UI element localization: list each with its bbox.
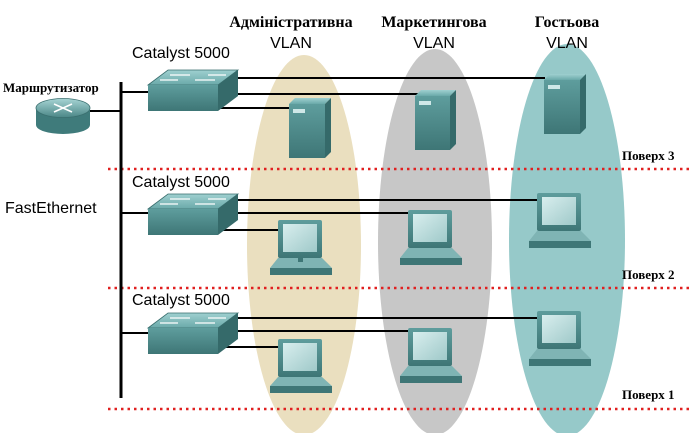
vlan-guest-suffix: VLAN (546, 35, 588, 52)
switch-icon-1 (146, 69, 240, 111)
floor-3-label: Поверх 3 (622, 148, 675, 163)
floor-2-label: Поверх 2 (622, 267, 675, 282)
pc-icon-marketing-floor2 (400, 210, 462, 265)
pc-icon-guest-floor1 (529, 311, 591, 366)
floor-1-label: Поверх 1 (622, 387, 675, 402)
vlan-guest-name: Гостьова (534, 14, 600, 31)
vlan-admin-header: Адміністративна VLAN (214, 12, 368, 54)
pc-icon-admin-floor2 (270, 220, 332, 275)
server-icon-guest (544, 74, 586, 134)
pc-icon-marketing-floor1 (400, 328, 462, 383)
switch-label-1: Catalyst 5000 (132, 45, 230, 62)
vlan-marketing-suffix: VLAN (413, 35, 455, 52)
backbone-label: FastEthernet (5, 200, 97, 217)
switch-label-3: Catalyst 5000 (132, 292, 230, 309)
vlan-guest-header: Гостьова VLAN (514, 12, 620, 54)
server-icon-marketing (415, 90, 456, 150)
switch-icon-2 (146, 193, 240, 235)
vlan-admin-suffix: VLAN (270, 35, 312, 52)
switch-icon-3 (146, 312, 240, 354)
server-icon-admin (289, 98, 331, 158)
switch-label-2: Catalyst 5000 (132, 174, 230, 191)
vlan-marketing-name: Маркетингова (381, 14, 487, 31)
pc-icon-admin-floor1 (270, 339, 332, 393)
router-icon (35, 98, 91, 134)
router-label: Маршрутизатор (3, 80, 99, 95)
vlan-admin-name: Адміністративна (229, 14, 353, 31)
vlan-marketing-header: Маркетингова VLAN (364, 12, 504, 54)
pc-icon-guest-floor2 (529, 193, 591, 248)
